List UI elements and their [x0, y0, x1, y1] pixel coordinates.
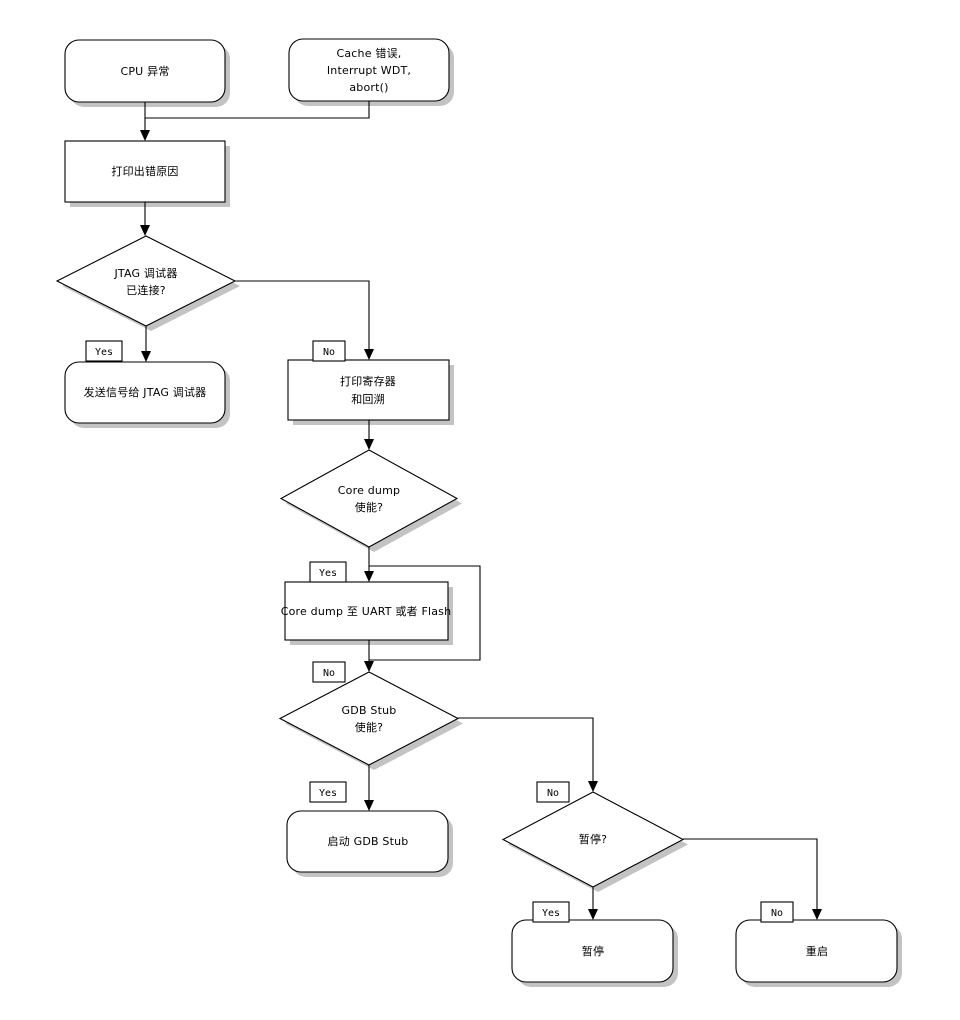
- edge-label-reboot-no-text: No: [771, 908, 783, 919]
- edge-label-coredump-no: No: [312, 661, 346, 683]
- edge-labels-group: Yes No Yes No Yes No Yes No: [85, 340, 794, 923]
- arrowhead-halt-yes: [588, 909, 598, 920]
- halt-question-label: 暂停?: [579, 832, 607, 846]
- cache-error-line-3: abort(): [349, 81, 388, 94]
- node-print-reason[interactable]: 打印出错原因: [64, 140, 226, 203]
- arrowhead-jtag-no: [364, 349, 374, 360]
- edge-label-gdbstub-yes-box: [309, 781, 347, 803]
- arrowhead-gdbstub-yes: [364, 800, 374, 811]
- gdbstub-enabled-line-2: 使能?: [355, 720, 383, 734]
- print-registers-line-2: 和回溯: [351, 393, 385, 406]
- node-reboot-action[interactable]: 重启: [735, 919, 898, 983]
- edge-label-gdbstub-no-text: No: [547, 788, 559, 799]
- arrowhead-print-to-jtag: [140, 225, 150, 236]
- cpu-exception-label: CPU 异常: [120, 65, 169, 78]
- edge-label-jtag-yes-box: [85, 340, 123, 362]
- node-coredump-enabled[interactable]: Core dump 使能?: [279, 449, 459, 548]
- print-registers-shape: [287, 359, 450, 421]
- cache-error-shape: [288, 38, 450, 102]
- edge-label-coredump-no-box: [312, 661, 346, 683]
- jtag-connected-line-2: 已连接?: [126, 284, 166, 297]
- halt-action-shape: [511, 919, 674, 983]
- edge-label-gdbstub-yes: Yes: [309, 781, 347, 803]
- cache-error-line-2: Interrupt WDT,: [327, 64, 411, 77]
- edge-jtag-no: [235, 280, 370, 353]
- gdbstub-enabled-line-1: GDB Stub: [342, 704, 397, 717]
- arrowhead-cpu-to-print: [140, 130, 150, 141]
- node-send-signal-jtag[interactable]: 发送信号给 JTAG 调试器: [64, 361, 226, 424]
- print-registers-line-1: 打印寄存器: [340, 374, 396, 388]
- arrowhead-coredump-yes: [364, 571, 374, 582]
- edge-label-gdbstub-no: No: [536, 781, 570, 803]
- jtag-connected-line-1: JTAG 调试器: [113, 267, 177, 280]
- edge-label-gdbstub-no-box: [536, 781, 570, 803]
- node-print-registers[interactable]: 打印寄存器 和回溯: [287, 359, 450, 421]
- edge-label-jtag-yes-text: Yes: [95, 347, 113, 358]
- node-halt-action[interactable]: 暂停: [511, 919, 674, 983]
- send-signal-jtag-shape: [64, 361, 226, 424]
- halt-question-shape: [501, 791, 685, 888]
- edge-halt-no: [683, 838, 818, 913]
- edge-label-reboot-no: No: [760, 901, 794, 923]
- start-gdbstub-label: 启动 GDB Stub: [328, 835, 409, 848]
- coredump-write-label: Core dump 至 UART 或者 Flash: [281, 605, 452, 618]
- node-halt-question[interactable]: 暂停?: [501, 791, 685, 888]
- edge-label-jtag-no-text: No: [323, 347, 335, 358]
- print-reason-label: 打印出错原因: [111, 164, 178, 178]
- coredump-enabled-line-2: 使能?: [355, 500, 383, 514]
- edge-gdbstub-no: [458, 717, 594, 785]
- start-gdbstub-shape: [286, 810, 449, 873]
- arrowhead-halt-no: [812, 909, 822, 920]
- arrowhead-gdbstub-no: [588, 781, 598, 792]
- node-gdbstub-enabled[interactable]: GDB Stub 使能?: [278, 671, 460, 766]
- edge-label-halt-yes-box: [532, 901, 570, 923]
- edge-label-coredump-no-text: No: [323, 668, 335, 679]
- node-cache-error[interactable]: Cache 错误, Interrupt WDT, abort(): [288, 38, 450, 102]
- edge-cache-to-print: [145, 101, 370, 119]
- edge-label-halt-yes-text: Yes: [542, 908, 560, 919]
- print-reason-shape: [64, 140, 226, 203]
- arrowhead-registers-to-coredump: [364, 439, 374, 450]
- cpu-exception-shape: [64, 39, 226, 103]
- edge-label-coredump-yes-box: [309, 561, 347, 583]
- edges-group: [140, 101, 822, 920]
- edge-label-coredump-yes: Yes: [309, 561, 347, 583]
- node-coredump-write[interactable]: Core dump 至 UART 或者 Flash: [281, 581, 452, 641]
- cache-error-line-1: Cache 错误,: [336, 46, 401, 60]
- arrowhead-write-to-gdbstub: [364, 661, 374, 672]
- node-cpu-exception[interactable]: CPU 异常: [64, 39, 226, 103]
- coredump-enabled-shape: [279, 449, 459, 548]
- gdbstub-enabled-shape: [278, 671, 460, 766]
- halt-action-label: 暂停: [582, 944, 604, 958]
- edge-label-jtag-no-box: [312, 340, 346, 362]
- node-start-gdbstub[interactable]: 启动 GDB Stub: [286, 810, 449, 873]
- edge-coredump-bypass: [369, 565, 481, 661]
- edge-label-gdbstub-yes-text: Yes: [319, 788, 337, 799]
- reboot-action-shape: [735, 919, 898, 983]
- coredump-write-shape: [284, 581, 449, 641]
- arrowhead-jtag-yes: [141, 351, 151, 362]
- edge-label-jtag-no: No: [312, 340, 346, 362]
- edge-label-jtag-yes: Yes: [85, 340, 123, 362]
- edge-label-coredump-yes-text: Yes: [319, 568, 337, 579]
- node-jtag-connected[interactable]: JTAG 调试器 已连接?: [55, 235, 237, 327]
- send-signal-jtag-label: 发送信号给 JTAG 调试器: [84, 385, 207, 399]
- coredump-enabled-line-1: Core dump: [338, 484, 400, 497]
- reboot-action-label: 重启: [806, 944, 828, 958]
- edge-label-reboot-no-box: [760, 901, 794, 923]
- jtag-connected-shape: [55, 235, 237, 327]
- edge-label-halt-yes: Yes: [532, 901, 570, 923]
